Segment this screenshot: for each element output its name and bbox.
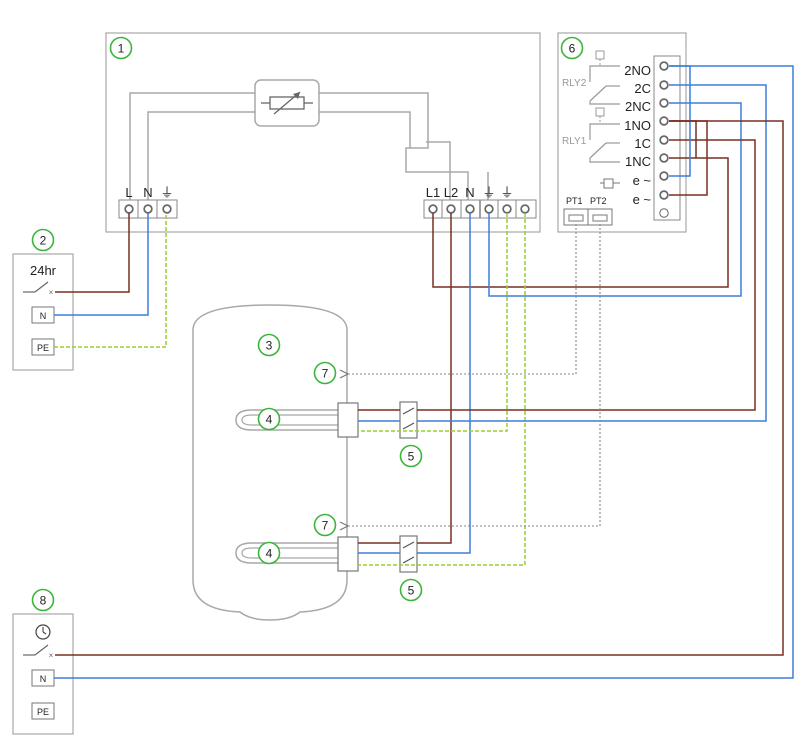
badge-6: 6 <box>560 36 584 60</box>
wire-live <box>669 120 697 158</box>
cutout-lower <box>399 535 418 573</box>
relay1-contact <box>589 142 607 159</box>
terminal-label: L <box>125 185 132 200</box>
immersion-head-upper <box>337 402 359 438</box>
svg-text:5: 5 <box>408 584 415 598</box>
svg-text:1: 1 <box>118 42 125 56</box>
svg-text:×: × <box>49 651 54 660</box>
wire-earth <box>54 213 167 348</box>
controller-box: L N ⏚ L1 L2 N ⏚ ⏚ <box>105 32 541 233</box>
wire-earth <box>358 213 508 432</box>
pt2-label: PT2 <box>590 196 607 206</box>
terminal-label: L2 <box>444 185 458 200</box>
svg-text:3: 3 <box>266 339 273 353</box>
badge-5-lower: 5 <box>399 578 423 602</box>
badge-4-upper: 4 <box>257 407 281 431</box>
timeclock-box: × N PE <box>12 613 74 735</box>
svg-text:4: 4 <box>266 413 273 427</box>
clock-icon <box>35 624 51 640</box>
terminal-1c-label: 1C <box>634 136 651 151</box>
wire-neutral <box>488 102 742 297</box>
svg-text:2: 2 <box>40 234 47 248</box>
pt1-label: PT1 <box>566 196 583 206</box>
neutral-label: N <box>40 674 47 684</box>
hot-water-cylinder <box>192 304 359 621</box>
relay2-label: RLY2 <box>562 78 587 89</box>
terminal-2no-label: 2NO <box>624 63 651 78</box>
terminal-1nc-label: 1NC <box>625 154 651 169</box>
relay2-contact <box>589 85 607 102</box>
relay1-label: RLY1 <box>562 136 587 147</box>
terminal-2nc-label: 2NC <box>625 99 651 114</box>
cutout-upper <box>399 401 418 439</box>
svg-text:5: 5 <box>408 450 415 464</box>
wire-neutral <box>417 213 471 554</box>
pe-label: PE <box>37 707 49 717</box>
terminal-label: L1 <box>426 185 440 200</box>
badge-1: 1 <box>109 36 133 60</box>
earth-symbol: ⏚ <box>482 185 495 200</box>
terminal-e-label: e ~ <box>633 173 652 188</box>
terminal-e-label: e ~ <box>633 192 652 207</box>
earth-symbol: ⏚ <box>500 185 513 200</box>
badge-8: 8 <box>31 588 55 612</box>
wire-neutral <box>54 65 794 679</box>
relay-box: 2NO 2C 2NC 1NO 1C 1NC e ~ e ~ RLY2 RLY1 … <box>557 32 687 233</box>
wire-live <box>55 120 784 656</box>
terminal-label: N <box>143 185 152 200</box>
svg-text:7: 7 <box>322 519 329 533</box>
svg-text:6: 6 <box>569 42 576 56</box>
svg-text:×: × <box>49 288 54 297</box>
wire-neutral <box>669 65 691 177</box>
badge-4-lower: 4 <box>257 541 281 565</box>
svg-text:7: 7 <box>322 367 329 381</box>
badge-7-upper: 7 <box>313 361 337 385</box>
wire-live <box>417 139 756 411</box>
wire-live <box>55 213 130 293</box>
immersion-head-lower <box>337 536 359 572</box>
badge-2: 2 <box>31 228 55 252</box>
svg-text:4: 4 <box>266 547 273 561</box>
terminal-label: N <box>465 185 474 200</box>
supply-24hr-box: 24hr × N PE <box>12 253 74 371</box>
terminal-2c-label: 2C <box>634 81 651 96</box>
wires <box>54 65 794 679</box>
earth-symbol: ⏚ <box>160 185 173 200</box>
switch-symbol <box>34 644 49 656</box>
switch-symbol <box>34 281 49 293</box>
svg-text:8: 8 <box>40 594 47 608</box>
wire-earth <box>358 213 526 566</box>
wire-sensor <box>348 222 577 375</box>
neutral-label: N <box>40 311 47 321</box>
supply-title: 24hr <box>30 263 57 278</box>
wire-sensor <box>348 222 601 527</box>
badge-5-upper: 5 <box>399 444 423 468</box>
badge-3: 3 <box>257 333 281 357</box>
number-badges: 1 2 3 4 4 5 5 6 7 7 8 <box>31 36 584 612</box>
wire-neutral <box>54 213 149 316</box>
badge-7-lower: 7 <box>313 513 337 537</box>
terminal-1no-label: 1NO <box>624 118 651 133</box>
wire-live <box>432 157 729 288</box>
pe-label: PE <box>37 343 49 353</box>
wire-neutral <box>417 84 767 422</box>
wire-live <box>417 213 452 544</box>
